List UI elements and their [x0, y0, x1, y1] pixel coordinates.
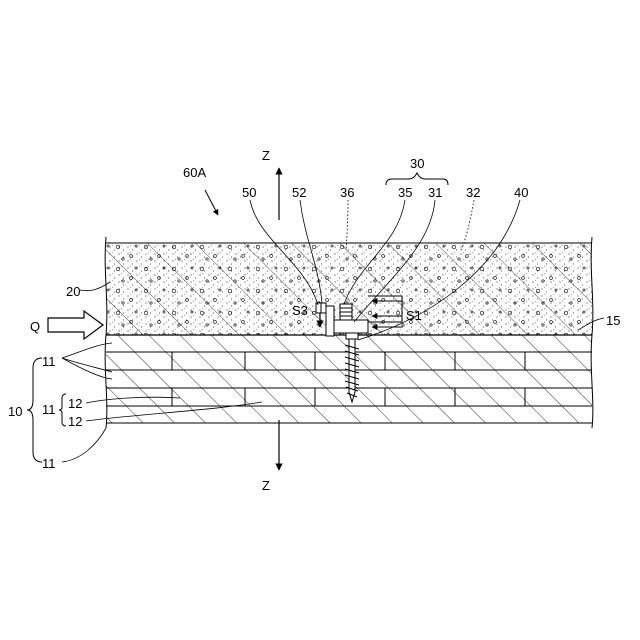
brace-30	[386, 173, 448, 185]
label-32: 32	[466, 185, 480, 200]
force-arrow	[48, 311, 103, 339]
label-20: 20	[66, 284, 80, 299]
label-35: 35	[398, 185, 412, 200]
label-36: 36	[340, 185, 354, 200]
label-12-upper: 12	[68, 396, 82, 411]
label-40: 40	[514, 185, 528, 200]
label-15: 15	[606, 313, 620, 328]
label-30: 30	[410, 156, 424, 171]
label-s1: S1	[406, 308, 422, 323]
label-assembly: 60A	[183, 165, 206, 180]
label-11-bottom: 11	[42, 456, 56, 471]
brace-11	[59, 394, 66, 426]
label-52: 52	[292, 185, 306, 200]
label-10: 10	[8, 404, 22, 419]
label-11-top: 11	[42, 354, 56, 369]
brace-10	[27, 358, 42, 462]
label-11-mid: 11	[42, 402, 56, 417]
label-31: 31	[428, 185, 442, 200]
label-z-up: Z	[262, 148, 270, 163]
label-force-q: Q	[30, 319, 40, 334]
label-s3: S3	[292, 303, 308, 318]
label-z-down: Z	[262, 478, 270, 493]
label-50: 50	[242, 185, 256, 200]
label-12-lower: 12	[68, 414, 82, 429]
assembly-arrow	[205, 190, 218, 215]
